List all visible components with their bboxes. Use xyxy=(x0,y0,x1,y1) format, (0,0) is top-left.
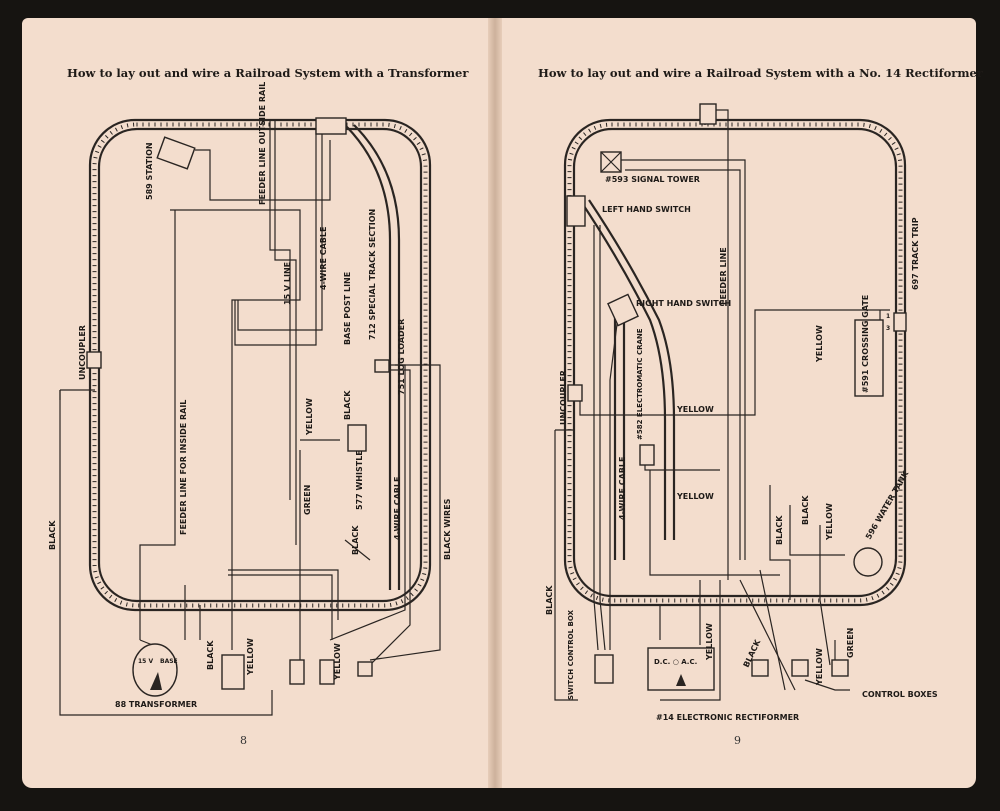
crane-582 xyxy=(639,444,655,466)
label-four-wire-cable-2: 4-WIRE CABLE xyxy=(393,477,402,540)
label-signal-tower: #593 SIGNAL TOWER xyxy=(605,175,700,184)
label-water-tank: 596 WATER TANK xyxy=(864,469,911,541)
label-station: 589 STATION xyxy=(145,142,154,200)
transformer-handle-icon xyxy=(150,672,162,690)
label-yellow-gate: YELLOW xyxy=(815,325,824,363)
left-control-box-4 xyxy=(357,661,373,677)
label-left-yellow: YELLOW xyxy=(305,398,314,436)
label-left-black-2: BLACK xyxy=(351,525,360,555)
label-yellow-bottom-b: YELLOW xyxy=(333,643,342,681)
label-15v-line: 15 V LINE xyxy=(283,262,292,305)
label-rectiformer: #14 ELECTRONIC RECTIFORMER xyxy=(656,713,799,722)
right-uncoupler-unit xyxy=(567,384,583,402)
left-control-box-1 xyxy=(221,654,245,690)
label-left-green: GREEN xyxy=(303,485,312,515)
left-control-box-2 xyxy=(289,659,305,685)
label-feeder-line: FEEDER LINE xyxy=(719,247,728,305)
special-track-section xyxy=(315,117,347,135)
label-whistle: 577 WHISTLE xyxy=(355,450,364,510)
label-black-b: BLACK xyxy=(801,495,810,525)
whistle-577 xyxy=(347,424,367,452)
label-black-bottom-a: BLACK xyxy=(206,640,215,670)
signal-tower-cross-icon xyxy=(600,151,622,173)
label-yellow-low: YELLOW xyxy=(676,492,714,501)
label-green-r: GREEN xyxy=(846,628,855,658)
label-right-uncoupler: UNCOUPLER xyxy=(559,370,568,425)
left-page-number: 8 xyxy=(240,734,247,747)
label-transformer: 88 TRANSFORMER xyxy=(115,700,197,709)
label-15v-terminal: 15 V xyxy=(138,658,153,665)
right-page-title: How to lay out and wire a Railroad Syste… xyxy=(538,66,983,80)
label-yellow-mid: YELLOW xyxy=(676,405,714,414)
label-crossing-gate: #591 CROSSING GATE xyxy=(861,295,870,393)
left-wires xyxy=(59,120,441,716)
label-right-hand-switch: RIGHT HAND SWITCH xyxy=(636,299,731,308)
label-left-uncoupler: UNCOUPLER xyxy=(78,325,87,380)
station-589 xyxy=(156,136,196,170)
feeder-terminal xyxy=(699,103,717,125)
log-loader-751 xyxy=(374,359,390,373)
right-wires xyxy=(554,109,890,701)
left-inner-siding xyxy=(344,124,401,590)
label-feeder-outside: FEEDER LINE OUTSIDE RAIL xyxy=(258,82,267,205)
label-switch-control-box: SWITCH CONTROL BOX xyxy=(567,609,575,700)
label-four-wire-cable-r: 4-WIRE CABLE xyxy=(618,457,627,520)
right-track-loop xyxy=(563,118,907,607)
label-four-wire-cable: 4-WIRE CABLE xyxy=(319,227,328,290)
label-yellow-bottom-a: YELLOW xyxy=(246,638,255,676)
label-terminal-3: 3 xyxy=(886,325,890,332)
label-yellow-c: YELLOW xyxy=(825,503,834,541)
label-black-wires: BLACK WIRES xyxy=(443,498,452,560)
switch-control-box xyxy=(594,654,614,684)
book-gutter xyxy=(488,18,502,788)
track-trip-697 xyxy=(893,312,907,332)
right-page-number: 9 xyxy=(734,734,741,747)
label-left-black: BLACK xyxy=(343,390,352,420)
label-crane: #582 ELECTROMATIC CRANE xyxy=(636,328,644,440)
left-uncoupler-unit xyxy=(86,351,102,369)
label-yellow-rect: YELLOW xyxy=(705,623,714,661)
left-hand-switch-unit xyxy=(566,195,586,227)
label-left-hand-switch: LEFT HAND SWITCH xyxy=(602,205,691,214)
label-black-left-r: BLACK xyxy=(545,585,554,615)
transformer-88 xyxy=(132,643,178,697)
left-control-box-3 xyxy=(319,659,335,685)
label-base-terminal: BASE xyxy=(160,658,178,665)
label-base-post-line: BASE POST LINE xyxy=(343,272,352,345)
right-switch-track xyxy=(579,199,676,560)
label-black-a: BLACK xyxy=(775,515,784,545)
water-tank-596 xyxy=(853,547,883,577)
label-terminal-1: 1 xyxy=(886,313,890,320)
right-control-box-3 xyxy=(831,659,849,677)
right-control-box-1 xyxy=(751,659,769,677)
label-track-trip: 697 TRACK TRIP xyxy=(911,217,920,290)
label-log-loader: 751 LOG LOADER xyxy=(397,319,406,395)
right-control-box-2 xyxy=(791,659,809,677)
right-hand-switch-unit xyxy=(607,293,639,327)
label-feeder-inside: FEEDER LINE FOR INSIDE RAIL xyxy=(179,400,188,535)
label-dc-ac: D.C. ○ A.C. xyxy=(654,658,697,666)
crossing-gate-591 xyxy=(854,319,884,397)
label-yellow-e: YELLOW xyxy=(815,648,824,686)
label-control-boxes: CONTROL BOXES xyxy=(862,690,938,699)
rectiformer-handle-icon xyxy=(676,674,686,686)
label-special-track: 712 SPECIAL TRACK SECTION xyxy=(368,209,377,340)
label-left-black-side: BLACK xyxy=(48,520,57,550)
left-page-title: How to lay out and wire a Railroad Syste… xyxy=(67,66,469,80)
